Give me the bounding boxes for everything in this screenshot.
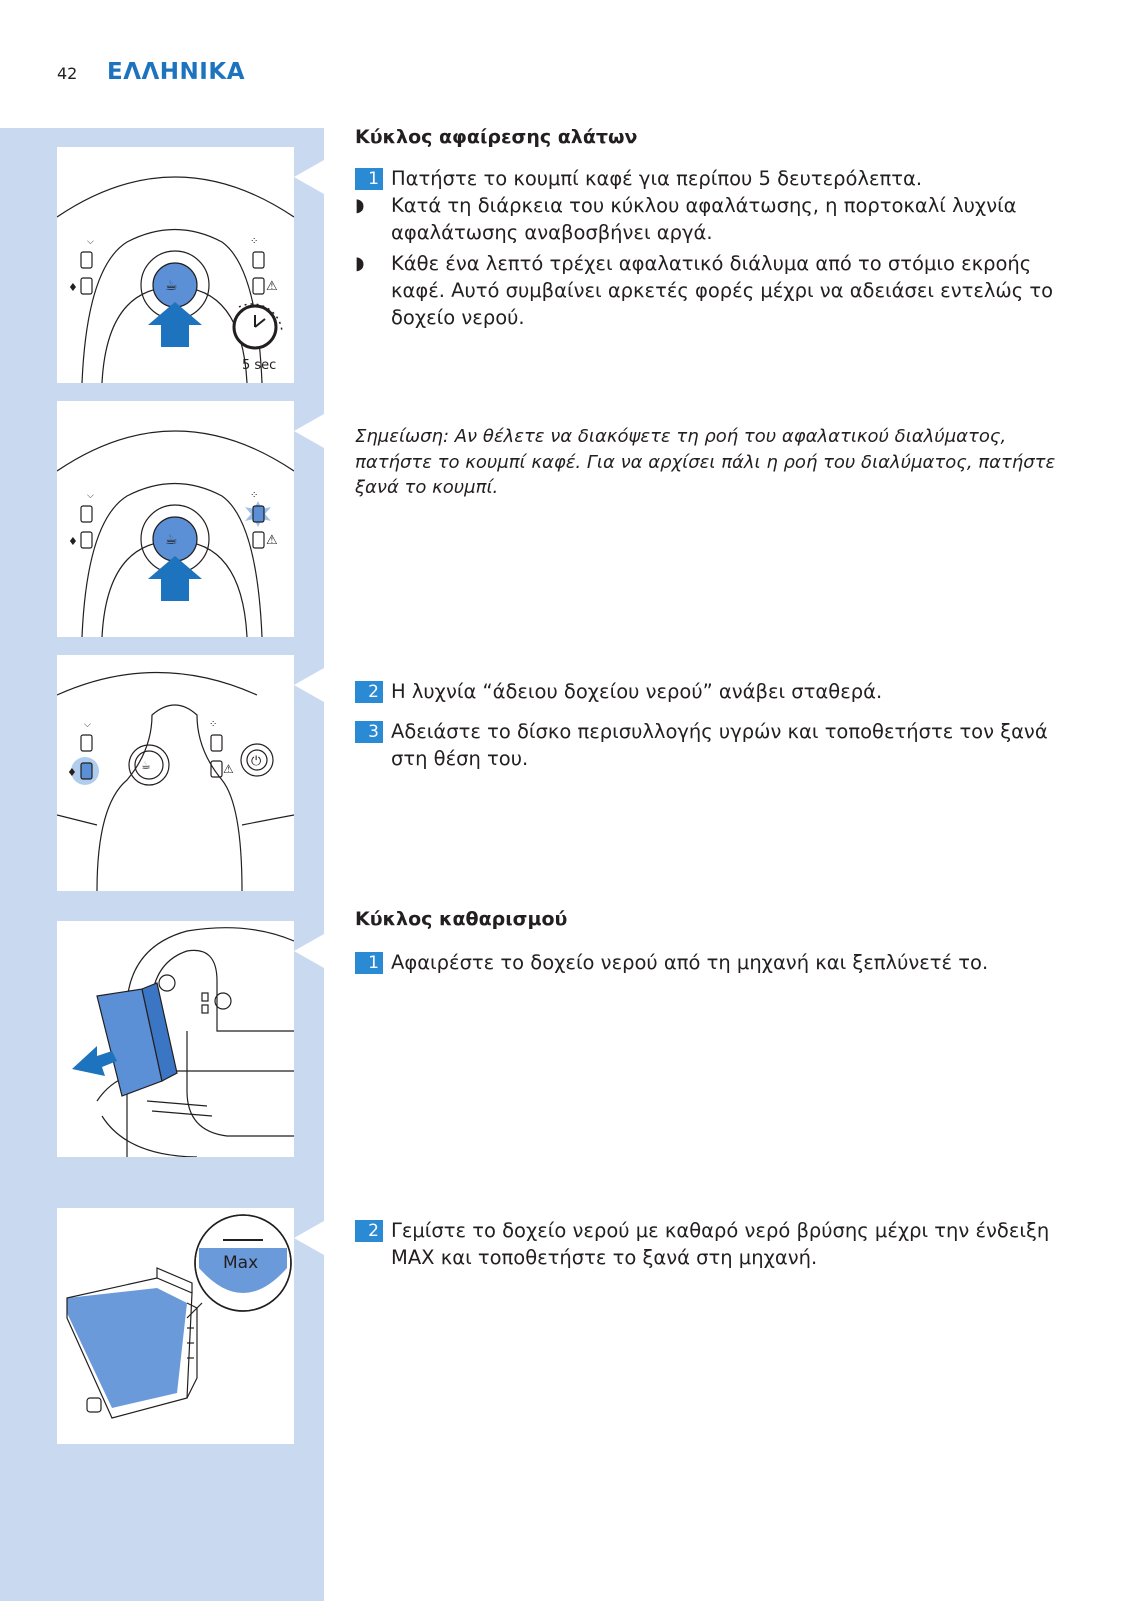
descaling-steps-2-3: 2 Η λυχνία “άδειου δοχείου νερού” ανάβει…: [355, 678, 1075, 772]
svg-text:♦: ♦: [67, 766, 77, 779]
svg-text:⌵: ⌵: [87, 491, 94, 501]
cleaning-title: Κύκλος καθαρισμού: [355, 908, 568, 930]
svg-text:☕: ☕: [141, 759, 151, 772]
svg-text:⁘: ⁘: [209, 719, 217, 730]
illustration-remove-water-tank: [57, 921, 295, 1158]
descaling-bullet-1: ◗ Κατά τη διάρκεια του κύκλου αφαλάτωσης…: [355, 192, 1075, 246]
svg-text:☕: ☕: [165, 278, 178, 294]
descaling-step-3: 3 Αδειάστε το δίσκο περισυλλογής υγρών κ…: [355, 718, 1075, 772]
max-label: Max: [223, 1253, 258, 1273]
step-text: Αφαιρέστε το δοχείο νερού από τη μηχανή …: [391, 951, 989, 974]
svg-text:♦: ♦: [68, 535, 78, 548]
step-number: 2: [355, 1220, 383, 1242]
panel-pointer: [294, 934, 324, 968]
step-text: Πατήστε το κουμπί καφέ για περίπου 5 δευ…: [391, 167, 923, 190]
step-text: Γεμίστε το δοχείο νερού με καθαρό νερό β…: [391, 1219, 1050, 1269]
step-text: Αδειάστε το δίσκο περισυλλογής υγρών και…: [391, 720, 1048, 770]
descaling-title: Κύκλος αφαίρεσης αλάτων: [355, 126, 638, 148]
svg-text:⁘: ⁘: [250, 236, 258, 247]
svg-text:⏻: ⏻: [251, 754, 261, 769]
panel-pointer: [294, 1221, 324, 1255]
bullet-text: Κατά τη διάρκεια του κύκλου αφαλάτωσης, …: [391, 194, 1017, 244]
language-heading: ΕΛΛΗΝΙΚΑ: [107, 59, 245, 85]
svg-text:♦: ♦: [68, 281, 78, 294]
illustration-water-tank-light: ⌵ ⁘ ♦ ⚠ ☕ ⏻: [56, 655, 295, 892]
svg-text:☕: ☕: [165, 532, 178, 548]
svg-text:⚠: ⚠: [266, 533, 278, 548]
svg-text:⚠: ⚠: [266, 279, 278, 294]
cleaning-step-2-block: 2 Γεμίστε το δοχείο νερού με καθαρό νερό…: [355, 1217, 1075, 1271]
descaling-step-1: 1 Πατήστε το κουμπί καφέ για περίπου 5 δ…: [355, 165, 1075, 192]
descaling-note: Σημείωση: Αν θέλετε να διακόψετε τη ροή …: [355, 426, 1056, 498]
step-text: Η λυχνία “άδειου δοχείου νερού” ανάβει σ…: [391, 680, 883, 703]
bullet-icon: ◗: [355, 253, 365, 274]
step-number: 1: [355, 168, 383, 190]
bullet-text: Κάθε ένα λεπτό τρέχει αφαλατικό διάλυμα …: [391, 252, 1054, 329]
step-number: 3: [355, 721, 383, 743]
svg-text:⚠: ⚠: [223, 762, 234, 776]
cleaning-step-1: 1 Αφαιρέστε το δοχείο νερού από τη μηχαν…: [355, 949, 1075, 976]
illustration-fill-water-tank-max: Max: [57, 1208, 294, 1444]
cleaning-section: Κύκλος καθαρισμού 1 Αφαιρέστε το δοχείο …: [355, 906, 1075, 976]
timer-label: 5 sec: [242, 358, 276, 373]
descaling-section: Κύκλος αφαίρεσης αλάτων 1 Πατήστε το κου…: [355, 124, 1075, 331]
illustration-press-coffee-5sec: ⌵ ⁘ ♦ ⚠ ☕ 5 sec: [56, 147, 295, 384]
svg-text:⌵: ⌵: [87, 237, 94, 247]
panel-pointer: [294, 668, 324, 702]
bullet-icon: ◗: [355, 195, 365, 216]
svg-text:⌵: ⌵: [84, 720, 91, 730]
svg-text:⁘: ⁘: [250, 490, 258, 501]
descaling-bullet-2: ◗ Κάθε ένα λεπτό τρέχει αφαλατικό διάλυμ…: [355, 250, 1075, 331]
descaling-step-2: 2 Η λυχνία “άδειου δοχείου νερού” ανάβει…: [355, 678, 1075, 705]
panel-pointer: [294, 414, 324, 448]
illustration-press-coffee-again: ⌵ ⁘ ♦ ⚠ ☕: [56, 401, 295, 638]
step-number: 2: [355, 681, 383, 703]
cleaning-step-2: 2 Γεμίστε το δοχείο νερού με καθαρό νερό…: [355, 1217, 1075, 1271]
step-number: 1: [355, 952, 383, 974]
panel-pointer: [294, 160, 324, 194]
page-number: 42: [57, 64, 78, 83]
